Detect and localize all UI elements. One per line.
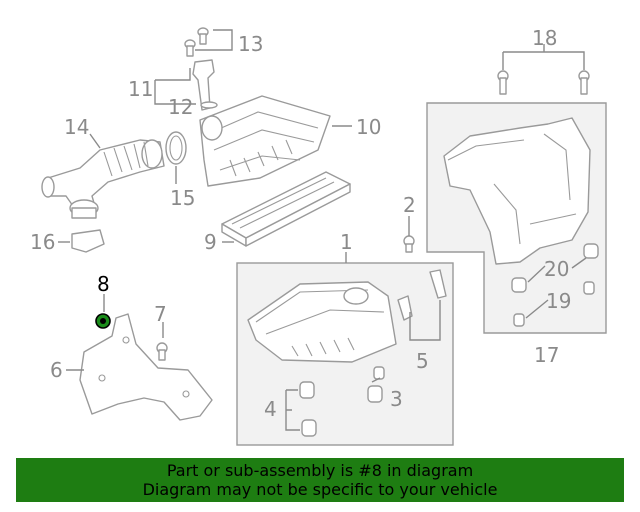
- callout-18: 18: [532, 26, 557, 50]
- grommets-19-20: [511, 243, 599, 327]
- callout-12: 12: [168, 95, 193, 119]
- bolts-18: [497, 70, 590, 95]
- banner-line-1: Part or sub-assembly is #8 in diagram: [166, 461, 474, 480]
- mounts-4: [299, 381, 383, 437]
- callout-19: 19: [546, 289, 571, 313]
- callout-17: 17: [534, 343, 559, 367]
- callout-7: 7: [154, 302, 167, 326]
- brackets-5: [397, 269, 447, 321]
- callout-4: 4: [264, 397, 277, 421]
- cushion-3: [373, 366, 385, 380]
- callout-2: 2: [403, 193, 416, 217]
- callout-16: 16: [30, 230, 55, 254]
- mass-air-flow-sensor: [184, 27, 218, 111]
- leader-lines: [58, 29, 587, 431]
- info-banner: Part or sub-assembly is #8 in diagram Di…: [16, 458, 624, 502]
- callout-8: 8: [97, 272, 110, 296]
- callout-9: 9: [204, 230, 217, 254]
- clip-2: [403, 235, 415, 253]
- callout-1: 1: [340, 230, 353, 254]
- callout-15: 15: [170, 186, 195, 210]
- air-cleaner-cover: [199, 95, 331, 187]
- intake-hose: [41, 139, 165, 219]
- callout-3: 3: [390, 387, 403, 411]
- banner-line-2: Diagram may not be specific to your vehi…: [142, 480, 498, 499]
- callout-13: 13: [238, 32, 263, 56]
- callout-14: 14: [64, 115, 89, 139]
- intake-duct: [443, 117, 591, 265]
- air-filter-element: [221, 171, 351, 247]
- air-cleaner-case: [247, 281, 397, 363]
- callout-20: 20: [544, 257, 569, 281]
- callout-10: 10: [356, 115, 381, 139]
- callout-11: 11: [128, 77, 153, 101]
- callout-5: 5: [416, 349, 429, 373]
- hose-clamp: [165, 131, 187, 165]
- highlighted-part-8: [95, 313, 111, 329]
- bolt-7: [156, 342, 168, 361]
- bracket-6: [79, 313, 213, 421]
- callout-6: 6: [50, 358, 63, 382]
- grommet-16: [71, 229, 105, 253]
